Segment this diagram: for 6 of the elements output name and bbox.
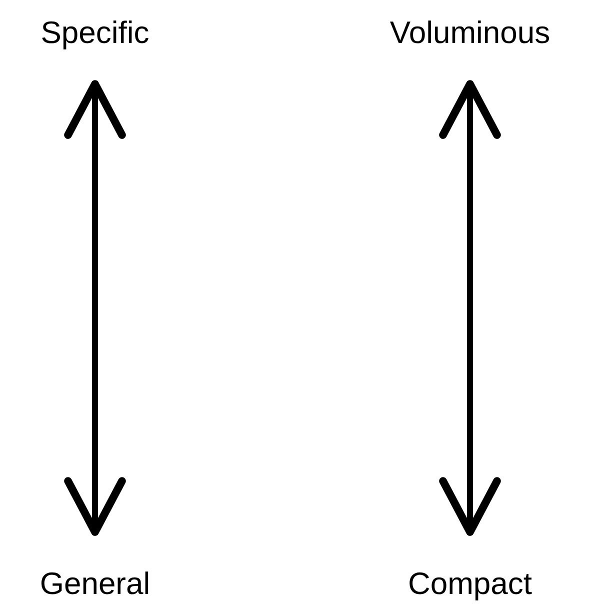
axis-end-label: General [40, 565, 150, 602]
axis-end-label: Voluminous [390, 14, 550, 52]
double-arrow [439, 80, 501, 536]
axis-end-label: Specific [40, 14, 150, 52]
double-arrow [64, 80, 126, 536]
axis-end-label: Compact [408, 565, 532, 602]
